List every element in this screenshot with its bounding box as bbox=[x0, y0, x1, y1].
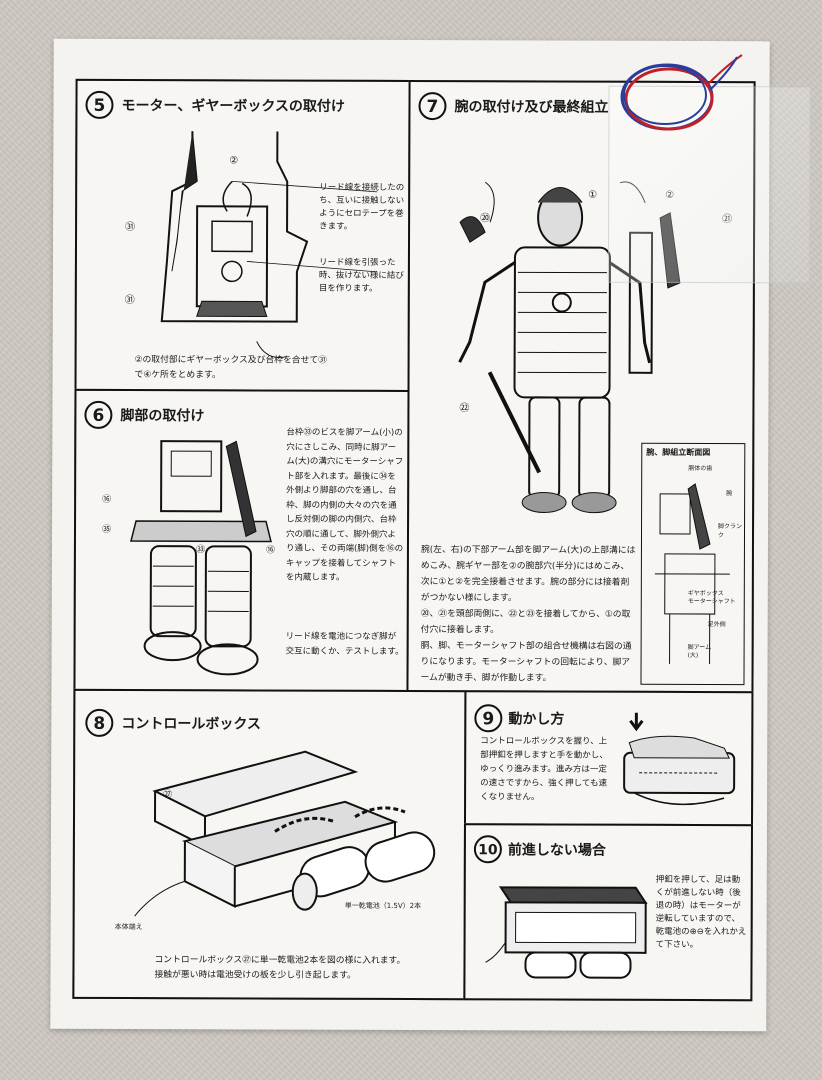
part-label: ㉛ bbox=[125, 222, 136, 234]
section-8-panel: 8 コントロールボックス ㉗ 本体端え 単一乾電池（1.5V）2本 コントロール… bbox=[72, 688, 467, 1001]
section-9-text: コントロールボックスを握り、上部押釦を押しますと手を動かし、ゆっくり進みます。進… bbox=[480, 736, 608, 803]
section-7-text: 腕(左、右)の下部アーム部を脚アーム(大)の上部溝にはめこみ、腕ギヤー部を②の腕… bbox=[420, 545, 636, 684]
section-6-number: 6 bbox=[84, 400, 113, 429]
cross-section-drawing bbox=[654, 483, 730, 665]
section-6-title: 脚部の取付け bbox=[120, 407, 205, 425]
inset-title: 腕、脚組立断面図 bbox=[646, 447, 711, 458]
wire-coil bbox=[620, 54, 743, 131]
part-label: ⑯ bbox=[102, 494, 112, 505]
robot-assembly-illustration bbox=[458, 181, 681, 514]
section-9-title: 動かし方 bbox=[508, 711, 565, 728]
section-8-caption: コントロールボックス㉗に単一乾電池2本を図の様に入れます。 接触が悪い時は電池受… bbox=[154, 955, 406, 981]
section-8-title: コントロールボックス bbox=[121, 715, 261, 733]
section-10-title: 前進しない場合 bbox=[507, 842, 606, 859]
section-8-number: 8 bbox=[85, 708, 114, 737]
reverse-battery-illustration bbox=[485, 886, 648, 979]
section-5-callout-2: リード線を引張った時、抜けない様に結び目を作ります。 bbox=[318, 257, 404, 294]
inset-label: 脚アーム (大) bbox=[687, 643, 712, 660]
battery-label: 単一乾電池（1.5V）2本 bbox=[344, 901, 422, 911]
inset-label: 足外側 bbox=[707, 621, 726, 629]
inset-label: 胴体の歯 bbox=[688, 464, 713, 473]
motor-gearbox-illustration bbox=[160, 131, 378, 358]
section-6-panel: 6 脚部の取付け ⑯ ㉟ ⑯ ㉝ 台枠㉝のビスを脚アーム(小)の穴にさしこみ、同… bbox=[73, 388, 410, 692]
control-box-illustration bbox=[134, 750, 436, 917]
inset-label: 脚クランク bbox=[717, 523, 743, 540]
section-5-callout-1: リード線を接続したのち、互いに接触しないようにセロテープを巻きます。 bbox=[319, 182, 405, 232]
section-10-number: 10 bbox=[473, 835, 502, 864]
instruction-sheet: 5 モーター、ギヤーボックスの取付け ② ㉛ ㉛ リード線を接続したのち、互いに… bbox=[50, 38, 811, 1032]
section-7-number: 7 bbox=[418, 92, 447, 121]
inset-label: ギヤボックス モーターシャフト bbox=[687, 589, 736, 606]
inset-label: 腕 bbox=[726, 490, 733, 498]
section-6-text-1: 台枠㉝のビスを脚アーム(小)の穴にさしこみ、同時に脚アーム(大)の溝穴にモーター… bbox=[285, 427, 404, 583]
part-label: ① bbox=[588, 189, 598, 201]
section-7-title: 腕の取付け及び最終組立 bbox=[454, 99, 609, 116]
part-label: ㉝ bbox=[195, 545, 205, 556]
section-9-panel: 9 動かし方 コントロールボックスを握り、上部押釦を押しますと手を動かし、ゆっく… bbox=[463, 690, 754, 827]
section-5-number: 5 bbox=[85, 90, 114, 119]
part-label: ② bbox=[229, 155, 239, 167]
part-label: ⑯ bbox=[265, 545, 275, 556]
part-label: ㉗ bbox=[163, 790, 173, 801]
wire-label: 本体端え bbox=[114, 922, 143, 932]
section-5-title: モーター、ギヤーボックスの取付け bbox=[121, 97, 345, 115]
hand-pressing-illustration bbox=[623, 712, 736, 806]
section-10-text: 押釦を押して、足は動くが前進しない時（後退の時）はモーターが逆転していますので、… bbox=[655, 874, 747, 951]
section-9-number: 9 bbox=[474, 704, 503, 733]
section-6-text-2: リード線を電池につなぎ脚が交互に動くか、テストします。 bbox=[285, 631, 404, 657]
part-label: ㉟ bbox=[101, 524, 112, 535]
part-label: ⑳ bbox=[480, 213, 491, 225]
legs-illustration bbox=[130, 440, 272, 676]
part-label: ㉛ bbox=[124, 295, 135, 307]
part-label: ㉒ bbox=[459, 403, 470, 415]
section-5-caption: ②の取付部にギヤーボックス及び台枠を合せて㉛で④ケ所をとめます。 bbox=[134, 355, 327, 381]
section-7-panel: 7 腕の取付け及び最終組立 ① ② ⑳ bbox=[406, 79, 756, 694]
section-5-panel: 5 モーター、ギヤーボックスの取付け ② ㉛ ㉛ リード線を接続したのち、互いに… bbox=[74, 78, 411, 392]
cross-section-inset: 腕、脚組立断面図 胴体の歯 腕 脚クランク ギヤボックス モーターシャフト 足外… bbox=[640, 442, 746, 686]
section-10-panel: 10 前進しない場合 押釦を押して、足は動くが前進しない時（後退の時）はモーター… bbox=[463, 823, 753, 1002]
